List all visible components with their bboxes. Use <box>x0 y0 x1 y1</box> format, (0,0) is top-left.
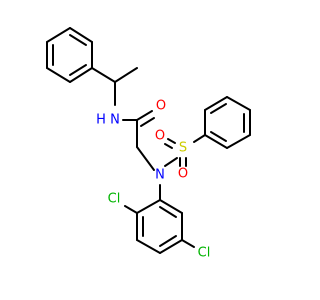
sulfonamide-n-label: N <box>155 168 165 183</box>
bond-sulfur-oxygen-left-2 <box>167 138 176 144</box>
bond-carbonyl-oxygen-2 <box>140 117 155 127</box>
bond-carbonyl-oxygen-1 <box>136 110 153 121</box>
phenyl-ring-top <box>46 27 93 83</box>
bond-methine-methyl <box>114 67 138 83</box>
bond-methylene-n <box>136 146 155 171</box>
dichlorophenyl-ring <box>136 199 183 254</box>
bond-ring-chlorine-meta <box>181 239 195 248</box>
sulfonyl-oxygen-bottom-label: O <box>178 167 188 182</box>
carbonyl-oxygen-label: O <box>156 99 166 114</box>
amide-n-label: N <box>110 113 120 128</box>
bond-n-sulfur <box>164 157 178 167</box>
bond-sulfur-phenyl <box>193 134 206 143</box>
sulfur-label: S <box>179 141 187 156</box>
bond-sulfur-oxygen-left-1 <box>164 143 173 149</box>
phenyl-ring-right <box>204 96 251 149</box>
bond-ring-methine <box>91 67 116 83</box>
molecule-structure: N H O N S O O Cl Cl <box>46 27 251 261</box>
bond-ring-chlorine-ortho <box>124 205 138 214</box>
sulfonyl-oxygen-left-label: O <box>155 129 165 144</box>
chlorine-ortho-label: Cl <box>108 192 121 207</box>
amide-h-label: H <box>96 113 106 128</box>
chlorine-meta-label: Cl <box>198 246 211 261</box>
